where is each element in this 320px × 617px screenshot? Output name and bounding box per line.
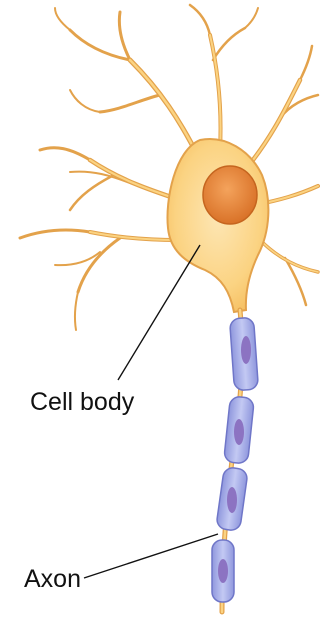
myelin-sheath (212, 317, 258, 602)
dendrites (20, 5, 318, 330)
schwann-cell-nucleus (241, 336, 251, 364)
cell-body-leader-line (118, 245, 200, 380)
axon-leader-line (84, 534, 218, 578)
dendrite (100, 95, 160, 112)
cell-body-label: Cell body (30, 390, 134, 415)
dendrite (245, 8, 258, 28)
dendrite (20, 230, 90, 238)
dendrite (130, 60, 200, 160)
dendrite (119, 12, 130, 60)
dendrite (245, 80, 300, 170)
myelin-segment (216, 467, 248, 532)
dendrite (75, 292, 78, 330)
schwann-cell-nucleus (227, 487, 237, 513)
nucleus (203, 166, 257, 224)
dendrite (55, 8, 70, 30)
dendrite (190, 5, 210, 35)
axon-label: Axon (24, 567, 81, 592)
dendrite (70, 90, 100, 112)
dendrite (300, 46, 312, 80)
schwann-cell-nucleus (218, 559, 228, 583)
myelin-segment (224, 396, 255, 464)
myelin-segment (230, 317, 259, 390)
schwann-cell-nucleus (234, 419, 244, 445)
dendrite (78, 238, 120, 292)
dendrite (213, 28, 245, 60)
myelin-segment (212, 540, 234, 602)
dendrite (70, 176, 112, 210)
dendrite (40, 148, 90, 160)
cell-body-shape (167, 139, 268, 312)
